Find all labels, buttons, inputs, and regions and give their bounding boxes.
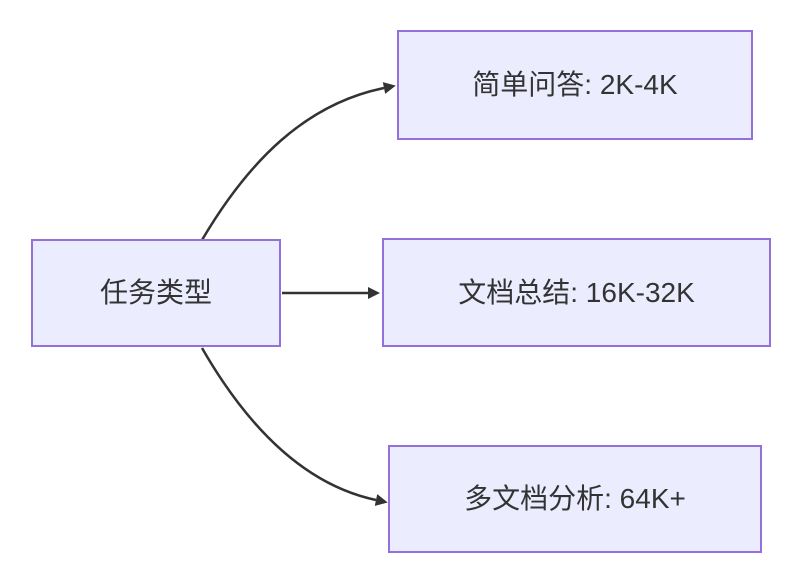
- node-task-type: 任务类型: [31, 239, 281, 347]
- node-multi-doc: 多文档分析: 64K+: [388, 445, 762, 553]
- node-doc-summary: 文档总结: 16K-32K: [382, 238, 771, 347]
- node-simple-qa: 简单问答: 2K-4K: [397, 30, 753, 140]
- edge-task-type-to-multi-doc: [200, 347, 388, 506]
- edge-task-type-to-simple-qa: [200, 82, 396, 241]
